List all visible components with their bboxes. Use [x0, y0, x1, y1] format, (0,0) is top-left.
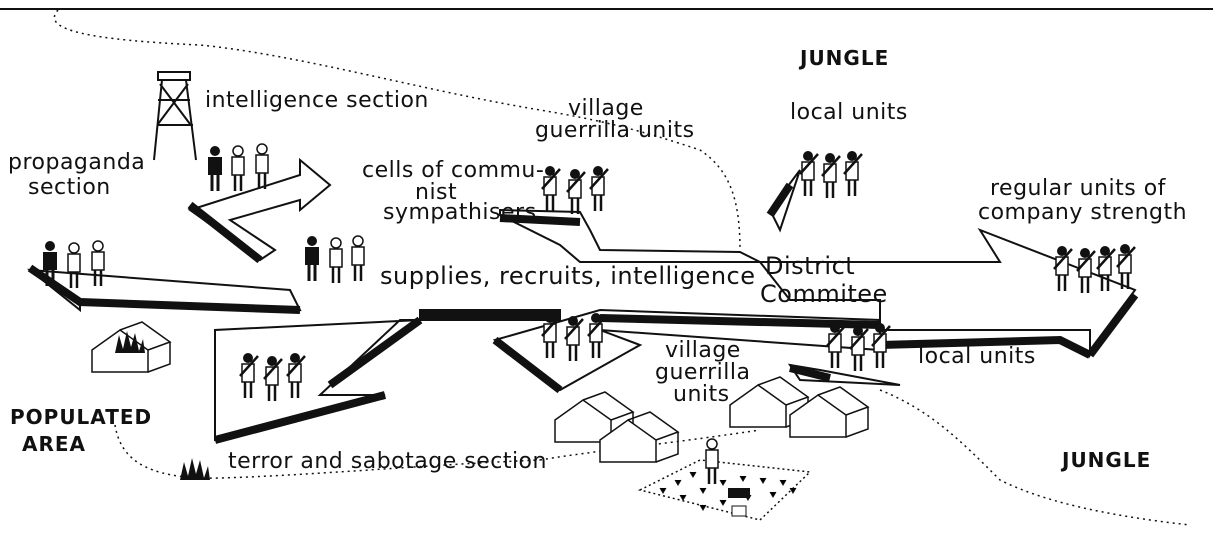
cells-label-2: nist	[415, 180, 458, 205]
regular-units-label-1: regular units of	[990, 176, 1166, 201]
propaganda-label-2: section	[28, 175, 111, 200]
intelligence-section-label: intelligence section	[205, 88, 429, 113]
cells-label-3: sympathisers	[383, 200, 537, 225]
village-guerrilla-top-figures	[540, 164, 610, 216]
cells-figures	[303, 234, 366, 285]
district-label-2: Commitee	[760, 280, 888, 308]
local-units-bottom-label: local units	[918, 344, 1036, 369]
intelligence-figures	[206, 142, 270, 193]
district-label-1: District	[765, 252, 856, 280]
bush-icon	[180, 458, 210, 480]
village-guerrilla-top-label-2: guerrilla units	[535, 118, 695, 143]
jungle-boundary-top	[53, 9, 741, 251]
village-guerrilla-bottom-label-2: guerrilla	[655, 360, 751, 385]
propaganda-label-1: propaganda	[8, 150, 146, 175]
cells-label-1: cells of commu-	[362, 158, 545, 183]
arrow-regular	[757, 227, 1137, 359]
regular-units-label-2: company strength	[978, 200, 1188, 225]
dotted-track-left	[114, 424, 541, 479]
local-units-top-label: local units	[790, 100, 908, 125]
populated-area-label-2: AREA	[22, 432, 87, 456]
village-guerrilla-bottom-label-3: units	[673, 382, 730, 407]
village-guerrilla-bottom-label-1: village	[665, 338, 741, 363]
watchtower-icon	[153, 71, 197, 161]
dotted-track-right	[539, 429, 761, 461]
village-guerrilla-top-label-1: village	[568, 96, 644, 121]
district-figures	[825, 321, 892, 373]
terror-sabotage-label: terror and sabotage section	[228, 449, 547, 474]
populated-area-label-1: POPULATED	[10, 405, 153, 429]
local-units-top-figures	[798, 149, 864, 200]
rice-field-icon	[637, 437, 812, 521]
jungle-label-top: JUNGLE	[800, 46, 890, 70]
jungle-boundary-bottom	[879, 389, 1191, 526]
supplies-label: supplies, recruits, intelligence	[380, 262, 756, 290]
arrow-local-bottom	[787, 363, 901, 386]
arrow-local-top	[768, 169, 801, 233]
jungle-label-bottom: JUNGLE	[1062, 448, 1152, 472]
burning-house-icon	[91, 321, 171, 373]
